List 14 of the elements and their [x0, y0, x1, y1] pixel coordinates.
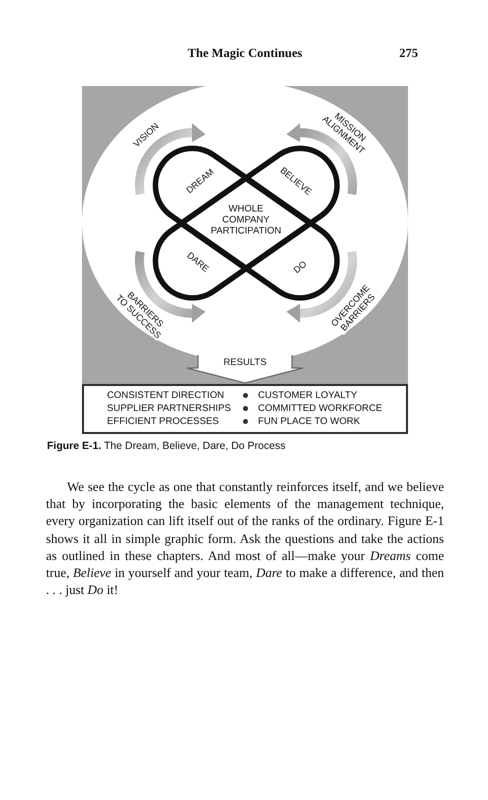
outcome-box: [82, 384, 408, 434]
outcome-item: SUPPLIER PARTNERSHIPS: [107, 403, 231, 414]
center-label: WHOLE COMPANY PARTICIPATION: [210, 203, 282, 236]
outcome-item: CONSISTENT DIRECTION: [107, 390, 224, 401]
outcome-item: EFFICIENT PROCESSES: [107, 416, 219, 427]
page-number: 275: [399, 46, 418, 60]
edge-label: RESULTS: [223, 358, 267, 368]
outcome-item: FUN PLACE TO WORK: [258, 416, 360, 427]
outcome-item: COMMITTED WORKFORCE: [258, 403, 382, 414]
lobe-label: DO: [292, 258, 308, 276]
outcome-item: CUSTOMER LOYALTY: [258, 390, 358, 401]
figure-caption: Figure E-1. The Dream, Believe, Dare, Do Process: [47, 440, 286, 453]
running-head: The Magic Continues: [188, 46, 302, 60]
body-paragraph: We see the cycle as one that constantly reinforces itself, and we believe that by incorporating the basic elements of the management technique, every organization can lift itself out of the ranks of the ordinary. Figure E-1 shows it all in simple graphic form. Ask the questions and take the actions as outlined in these chapters. And most of all—make your Dreams come true, Believe in yourself and your team, Dare to make a difference, and then . . . just Do it!: [46, 478, 444, 598]
